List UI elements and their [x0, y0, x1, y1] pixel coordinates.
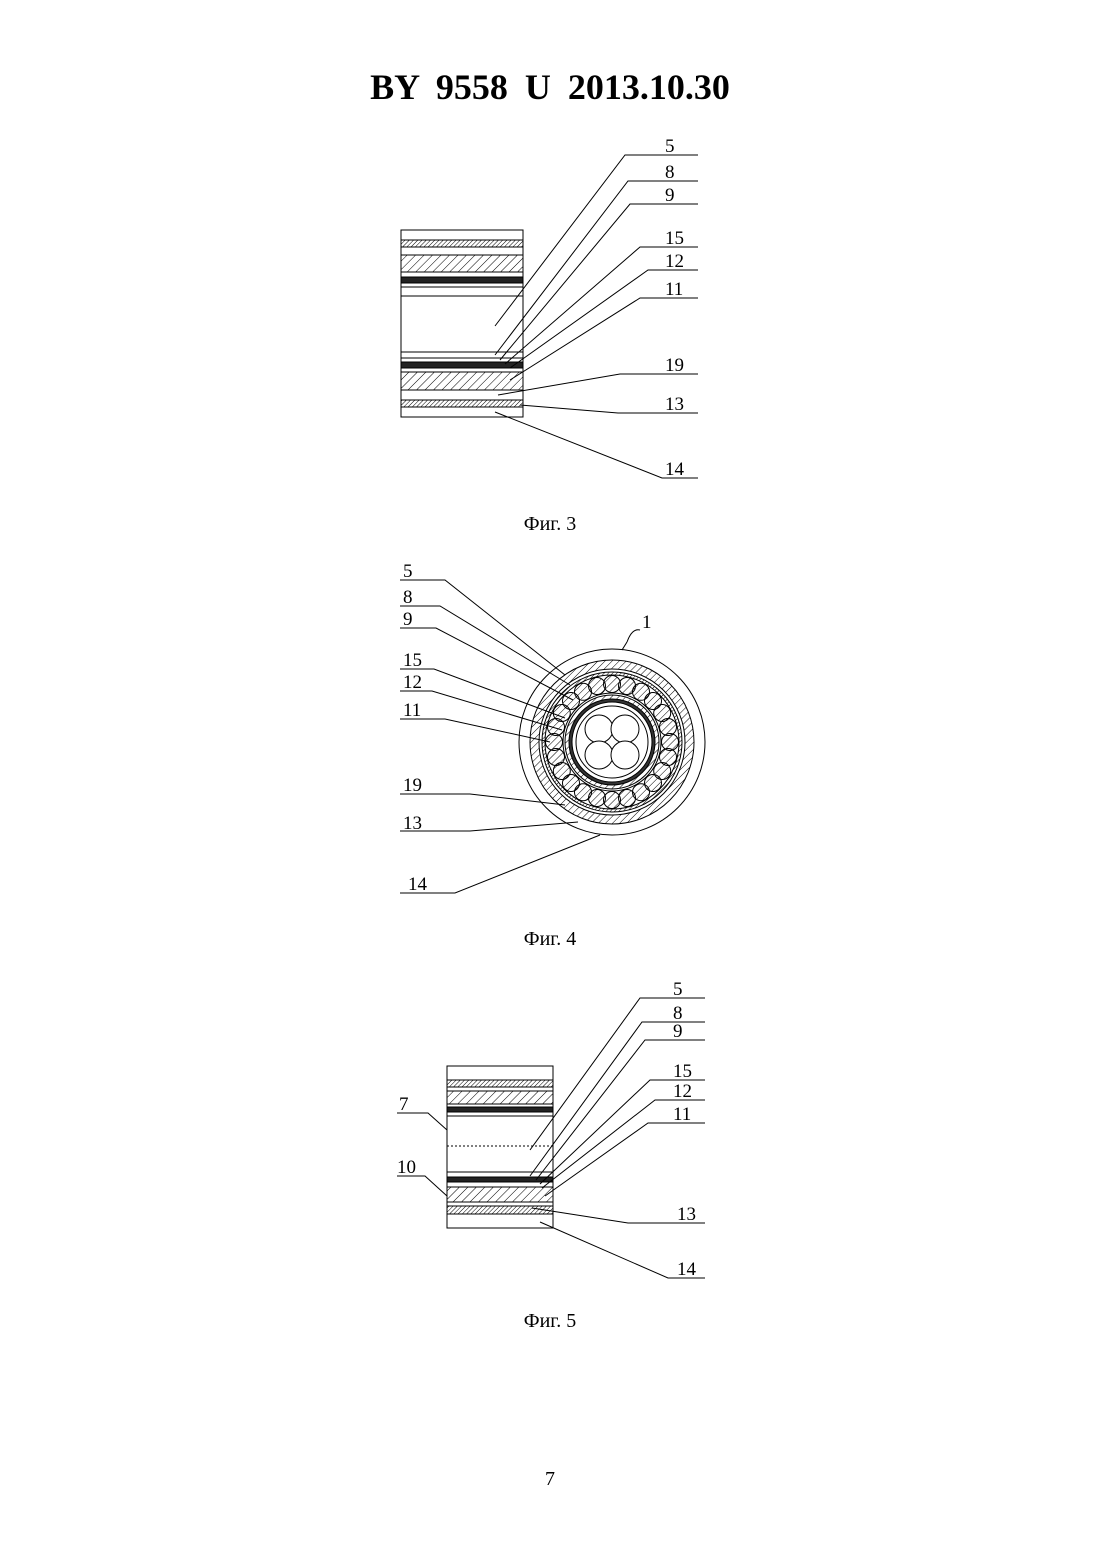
label-fig5-15: 15 — [673, 1061, 692, 1082]
figure-5-caption: Фиг. 5 — [0, 1310, 1100, 1333]
label-fig5-14: 14 — [677, 1259, 697, 1280]
label-fig5-11: 11 — [673, 1104, 691, 1125]
label-fig3-5: 5 — [665, 136, 675, 157]
armor-wire — [604, 676, 621, 693]
cable-section-fig5 — [447, 1066, 553, 1228]
leader-lines-fig5 — [397, 998, 705, 1278]
label-fig5-13: 13 — [677, 1204, 696, 1225]
label-fig4-15: 15 — [403, 650, 422, 671]
label-fig4-5: 5 — [403, 561, 413, 582]
figure-4-drawing: 5 8 9 15 12 11 19 13 14 1 — [0, 540, 1100, 920]
label-fig3-19: 19 — [665, 355, 684, 376]
figure-4-caption: Фиг. 4 — [0, 928, 1100, 951]
label-fig4-19: 19 — [403, 775, 422, 796]
label-fig5-5: 5 — [673, 979, 683, 1000]
armor-wire — [548, 749, 565, 766]
label-fig5-10: 10 — [397, 1157, 416, 1178]
figure-5-drawing: 5 8 9 15 12 11 13 14 7 10 — [0, 980, 1100, 1290]
figure-3-caption: Фиг. 3 — [0, 513, 1100, 536]
label-fig5-7: 7 — [399, 1094, 409, 1115]
figure-3-drawing: 5 8 9 15 12 11 19 13 14 — [0, 0, 1100, 500]
labels-fig5: 5 8 9 15 12 11 13 14 7 10 — [397, 979, 697, 1280]
label-fig4-8: 8 — [403, 587, 413, 608]
label-fig4-12: 12 — [403, 672, 422, 693]
armor-wire — [662, 734, 679, 751]
label-fig4-11: 11 — [403, 700, 421, 721]
label-fig3-11: 11 — [665, 279, 683, 300]
label-fig4-13: 13 — [403, 813, 422, 834]
cable-cross-section-fig4 — [519, 649, 705, 835]
label-fig3-14: 14 — [665, 459, 685, 480]
label-fig3-12: 12 — [665, 251, 684, 272]
label-fig3-8: 8 — [665, 162, 675, 183]
label-fig3-13: 13 — [665, 394, 684, 415]
label-fig5-12: 12 — [673, 1081, 692, 1102]
armor-wire — [604, 792, 621, 809]
cable-section-fig3 — [401, 230, 523, 417]
armor-wire — [660, 719, 677, 736]
labels-fig3: 5 8 9 15 12 11 19 13 14 — [665, 136, 685, 480]
armor-wire — [619, 790, 636, 807]
label-fig5-9: 9 — [673, 1021, 683, 1042]
label-fig3-15: 15 — [665, 228, 684, 249]
label-fig4-9: 9 — [403, 609, 413, 630]
page-number: 7 — [0, 1468, 1100, 1491]
label-fig4-ref-1: 1 — [642, 612, 652, 633]
label-fig3-9: 9 — [665, 185, 675, 206]
armor-wire — [589, 678, 606, 695]
label-fig4-14: 14 — [408, 874, 428, 895]
